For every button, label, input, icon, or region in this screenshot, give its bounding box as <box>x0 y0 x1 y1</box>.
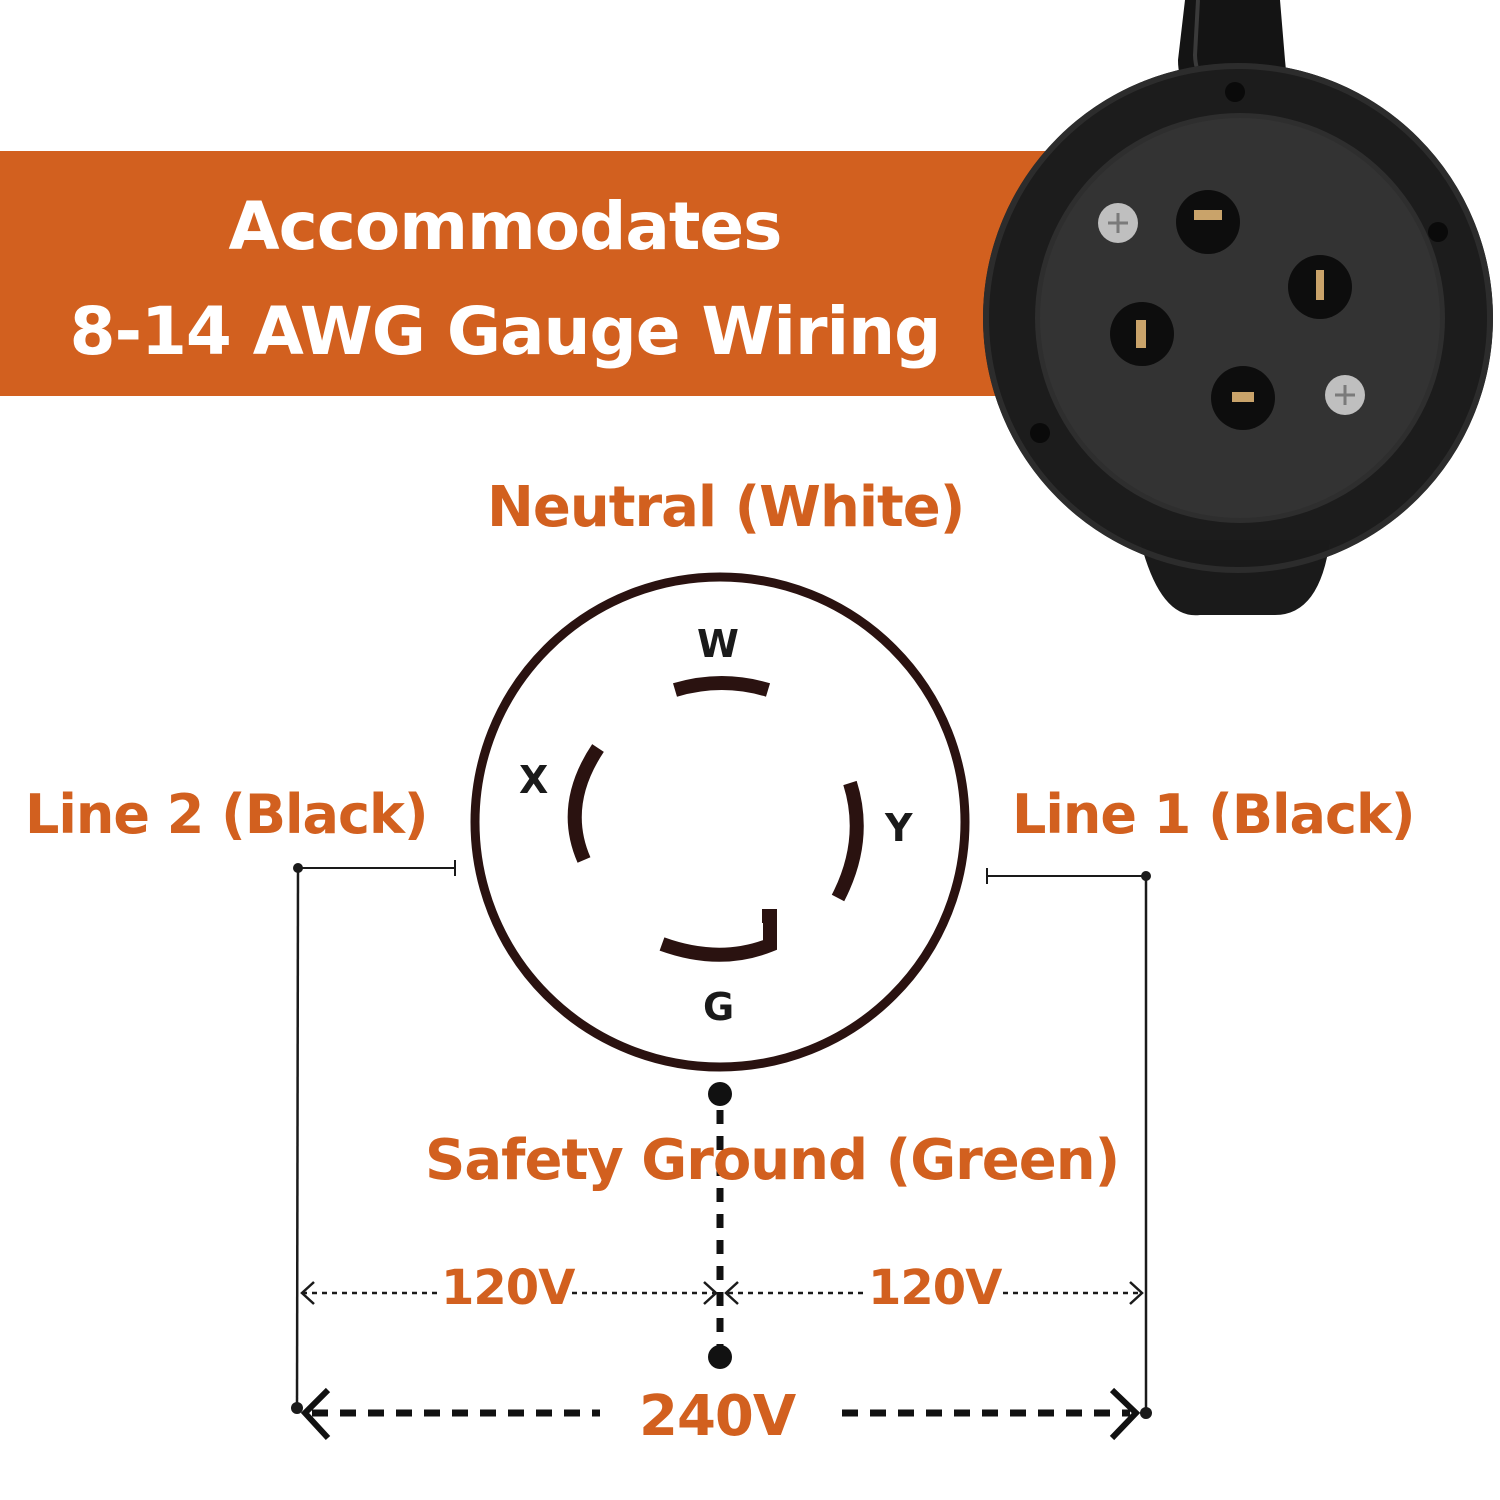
voltage-120-right: 120V <box>868 1260 1002 1316</box>
voltage-240: 240V <box>639 1384 796 1449</box>
line2-label: Line 2 (Black) <box>25 783 429 846</box>
ground-line <box>708 1082 732 1369</box>
voltage-120-left: 120V <box>441 1260 575 1316</box>
ground-label: Safety Ground (Green) <box>425 1128 1120 1193</box>
connector-lines <box>295 860 1148 1413</box>
pin-x-label: X <box>519 758 549 802</box>
pin-y-label: Y <box>885 806 913 850</box>
neutral-label: Neutral (White) <box>487 475 965 540</box>
banner-title-line-2: 8-14 AWG Gauge Wiring <box>69 293 942 370</box>
receptacle-pins <box>1098 190 1365 430</box>
voltage-120-arrows <box>300 1281 1144 1305</box>
voltage-240-arrows <box>300 1387 1141 1441</box>
banner-title-line-1: Accommodates <box>228 188 783 265</box>
title-banner <box>0 151 1060 396</box>
receptacle-photo <box>983 0 1493 616</box>
pin-w-label: W <box>697 622 739 666</box>
receptacle-symbol <box>470 572 970 1072</box>
pin-g-label: G <box>703 985 735 1029</box>
line1-label: Line 1 (Black) <box>1012 783 1416 846</box>
